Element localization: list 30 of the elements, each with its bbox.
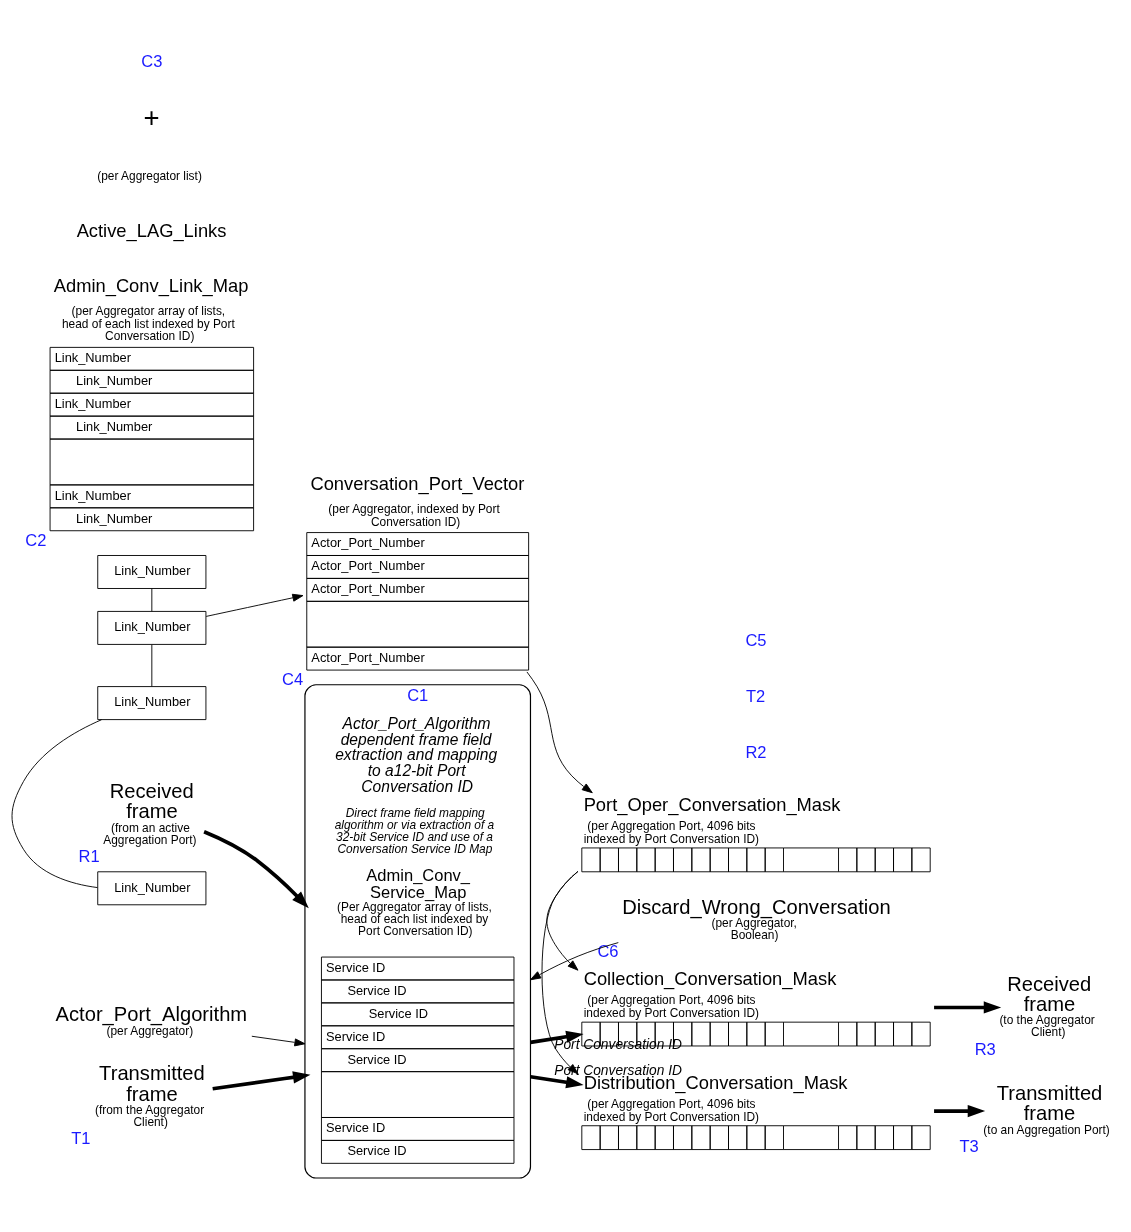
node-label: C1	[407, 685, 429, 704]
label: +	[143, 101, 160, 133]
node-label: T3	[959, 1137, 979, 1156]
node-text: Actor_Port_Algorithm (per Aggregator)	[55, 1003, 248, 1038]
label: Active_LAG_Links	[76, 220, 227, 242]
node-label: (per Aggregator, indexed by Port Conversation ID)	[328, 501, 500, 529]
node-label: R1	[78, 847, 100, 866]
node-label: (per Aggregation Port, 4096 bits indexed by Port Conversation ID)	[583, 993, 760, 1021]
label: (per Aggregator list)	[97, 168, 202, 183]
node-label: C2	[25, 530, 47, 549]
node-label: (per Aggregation Port, 4096 bits indexed by Port Conversation ID)	[583, 818, 760, 846]
node-label: Conversation_Port_Vector	[310, 473, 525, 495]
node-text: Received frame (from an active Aggregation Port)	[103, 780, 197, 847]
label: T2	[745, 686, 766, 705]
node-label: C4	[282, 670, 304, 689]
node-label: Port_Oper_Conversation_Mask	[583, 794, 841, 816]
label: C5	[745, 630, 767, 649]
label: R2	[745, 742, 767, 761]
node-label: T1	[71, 1129, 91, 1148]
node-text: Transmitted frame (to an Aggregation Port)	[983, 1082, 1110, 1137]
node-label: (per Aggregator array of lists, head of each list indexed by Port Conversation ID)	[61, 303, 235, 344]
node-text: Received frame (to the Aggregator Client)	[999, 972, 1095, 1040]
node-label: Collection_Conversation_Mask	[583, 968, 837, 990]
node-label: (per Aggregation Port, 4096 bits indexed by Port Conversation ID)	[583, 1096, 760, 1124]
node-label: Admin_Conv_Link_Map	[53, 275, 249, 297]
node-label: C6	[597, 942, 619, 961]
node-text: Transmitted frame (from the Aggregator Client)	[94, 1062, 205, 1130]
node-text: Discard_Wrong_Conversation (per Aggregator, Boolean)	[622, 895, 891, 943]
label: C3	[141, 52, 163, 71]
node-label: R3	[974, 1039, 996, 1058]
